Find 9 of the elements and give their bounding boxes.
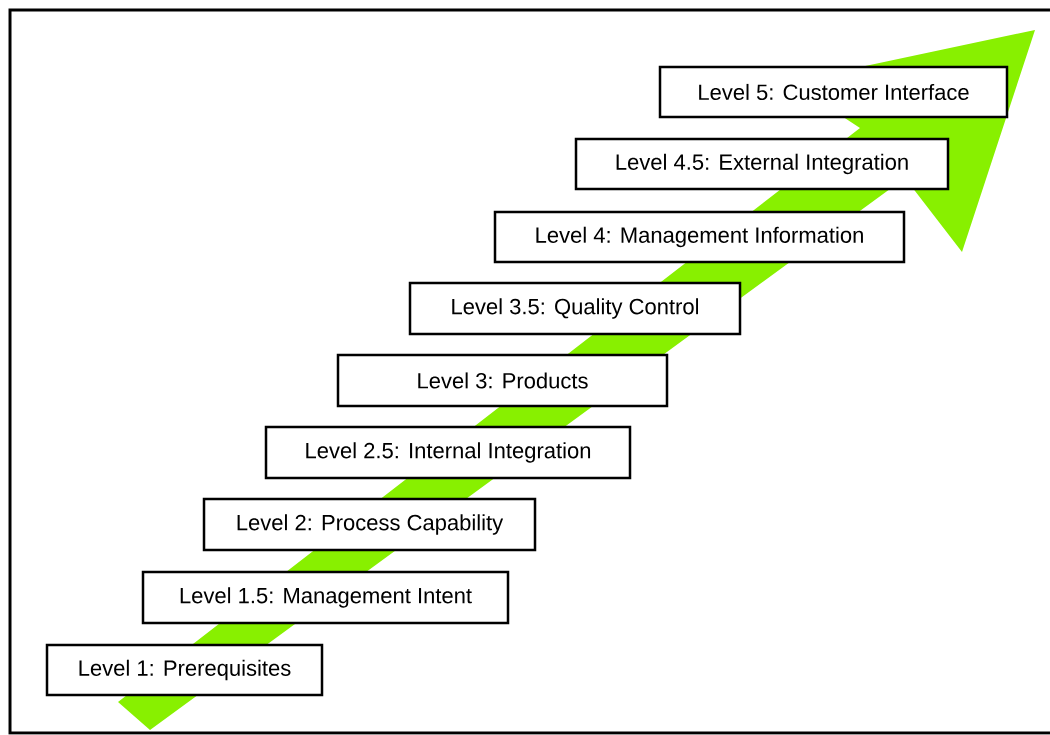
level-box: Level 3.5: Quality Control xyxy=(408,281,742,336)
level-box: Level 2.5: Internal Integration xyxy=(264,425,632,480)
level-box: Level 1: Prerequisites xyxy=(45,643,324,697)
level-box: Level 4: Management Information xyxy=(493,210,906,264)
level-box: Level 2: Process Capability xyxy=(202,497,537,552)
level-box: Level 3: Products xyxy=(336,353,669,408)
level-box: Level 4.5: External Integration xyxy=(574,137,950,191)
level-box: Level 5: Customer Interface xyxy=(658,65,1009,119)
level-box: Level 1.5: Management Intent xyxy=(141,570,510,625)
